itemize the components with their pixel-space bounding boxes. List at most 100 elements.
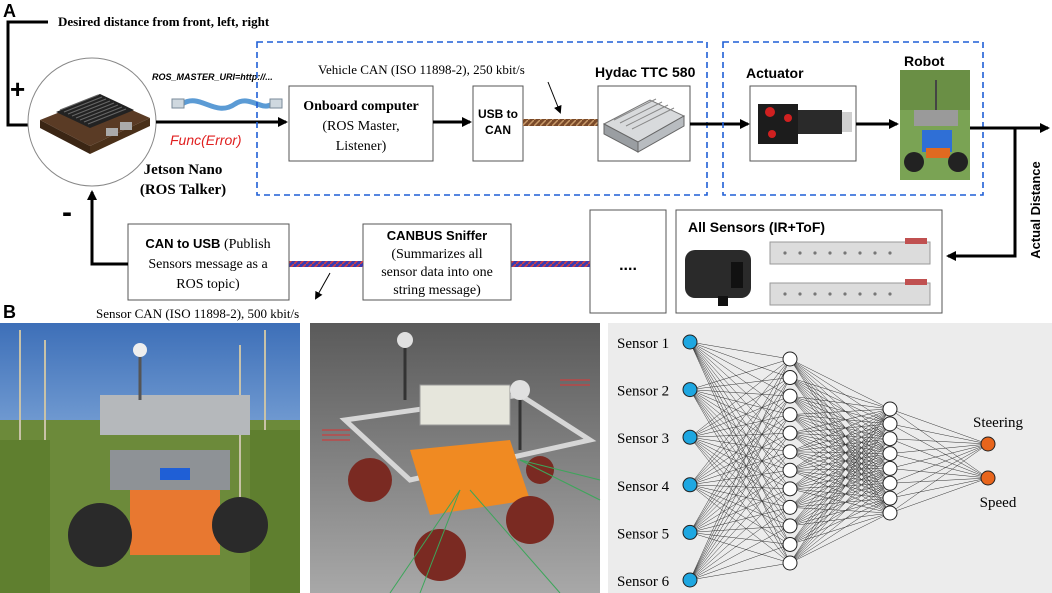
onboard-title: Onboard computer bbox=[303, 99, 419, 114]
nn-edge-hidden-1-11-to-hidden-2-5 bbox=[789, 468, 891, 545]
nn-edge-input-2-to-hidden-1-11 bbox=[689, 389, 791, 545]
nn-node-hidden-1-5 bbox=[782, 425, 798, 441]
nn-edge-input-5-to-hidden-1-1 bbox=[689, 358, 791, 533]
nn-edge-input-4-to-hidden-1-1 bbox=[689, 358, 791, 485]
nn-edge-hidden-1-12-to-hidden-2-1 bbox=[789, 408, 891, 564]
nn-node-hidden-1-6 bbox=[782, 444, 798, 460]
nn-edge-input-6-to-hidden-1-9 bbox=[689, 507, 791, 581]
sensor-can-pointer bbox=[315, 272, 331, 300]
nn-edge-input-4-to-hidden-1-7 bbox=[689, 470, 791, 486]
nn-edge-hidden-1-11-to-hidden-2-7 bbox=[789, 497, 891, 545]
nn-input-label-4: Sensor 4 bbox=[617, 479, 670, 495]
nn-edge-hidden-1-11-to-hidden-2-6 bbox=[789, 483, 891, 545]
nn-edge-hidden-1-5-to-hidden-2-1 bbox=[789, 408, 891, 434]
nn-edge-hidden-1-9-to-hidden-2-5 bbox=[789, 468, 891, 508]
func-error-label: Func(Error) bbox=[170, 132, 242, 148]
nn-edge-input-4-to-hidden-1-8 bbox=[689, 484, 791, 490]
nn-output-label-steering: Steering bbox=[973, 415, 1023, 431]
can-to-usb-line3: ROS topic) bbox=[176, 277, 240, 292]
nn-edge-input-2-to-hidden-1-4 bbox=[689, 389, 791, 415]
vehicle-dashed-box bbox=[256, 41, 708, 196]
nn-edge-hidden-1-9-to-hidden-2-4 bbox=[789, 453, 891, 508]
sniffer-line2: (Summarizes all bbox=[391, 247, 482, 262]
nn-node-hidden-2-4 bbox=[882, 446, 898, 462]
nn-edge-input-6-to-hidden-1-2 bbox=[689, 377, 791, 581]
nn-input-label-1: Sensor 1 bbox=[617, 336, 669, 352]
nn-node-hidden-2-1 bbox=[882, 401, 898, 417]
nn-node-input-1 bbox=[682, 334, 698, 350]
vehicle-can-label: Vehicle CAN (ISO 11898-2), 250 kbit/s bbox=[318, 62, 525, 77]
nn-node-hidden-2-5 bbox=[882, 460, 898, 476]
nn-edge-hidden-1-9-to-hidden-2-1 bbox=[789, 408, 891, 508]
minus-sign: - bbox=[62, 196, 72, 229]
nn-edge-hidden-1-9-to-hidden-2-7 bbox=[789, 497, 891, 508]
jetson-title: Jetson Nano bbox=[144, 162, 223, 178]
nn-edge-hidden-1-12-to-hidden-2-4 bbox=[789, 453, 891, 564]
nn-output-label-speed: Speed bbox=[980, 495, 1017, 511]
nn-node-input-3 bbox=[682, 429, 698, 445]
nn-node-hidden-2-3 bbox=[882, 431, 898, 447]
nn-edge-hidden-2-1-to-output-1 bbox=[889, 408, 989, 445]
nn-edge-input-1-to-hidden-1-6 bbox=[689, 341, 791, 452]
nn-node-input-6 bbox=[682, 572, 698, 588]
nn-edge-hidden-2-7-to-output-2 bbox=[889, 477, 989, 499]
ir-sensor-bars-image bbox=[769, 238, 931, 306]
usb-to-can-line2: CAN bbox=[485, 123, 511, 137]
nn-edge-hidden-1-11-to-hidden-2-1 bbox=[789, 408, 891, 545]
nn-edge-hidden-1-1-to-hidden-2-1 bbox=[789, 358, 891, 410]
nn-edge-input-4-to-hidden-1-11 bbox=[689, 484, 791, 545]
sniffer-line4: string message) bbox=[393, 283, 481, 298]
vehicle-can-cable bbox=[523, 119, 598, 126]
plus-sign: + bbox=[10, 74, 25, 104]
nn-node-output-2 bbox=[980, 470, 996, 486]
nn-edge-input-2-to-hidden-1-1 bbox=[689, 358, 791, 390]
nn-edge-hidden-2-3-to-output-1 bbox=[889, 438, 989, 445]
nn-edge-hidden-1-10-to-hidden-2-4 bbox=[789, 453, 891, 527]
nn-edge-hidden-1-10-to-hidden-2-8 bbox=[789, 512, 891, 527]
nn-edge-input-2-to-hidden-1-10 bbox=[689, 389, 791, 527]
nn-edge-hidden-2-1-to-output-2 bbox=[889, 408, 989, 479]
nn-edge-input-2-to-hidden-1-12 bbox=[689, 389, 791, 564]
onboard-computer-box bbox=[288, 85, 434, 162]
nn-edge-input-6-to-hidden-1-12 bbox=[689, 562, 791, 581]
ros-master-uri-label: ROS_MASTER_URI=http://... bbox=[152, 72, 273, 82]
actual-distance-label: Actual Distance bbox=[1028, 161, 1043, 259]
nn-edge-input-1-to-hidden-1-7 bbox=[689, 341, 791, 471]
neural-network-nodes bbox=[682, 334, 996, 588]
onboard-line2: (ROS Master, bbox=[322, 119, 399, 134]
nn-edge-input-3-to-hidden-1-12 bbox=[689, 437, 791, 564]
panel-b-label: B bbox=[3, 302, 16, 322]
nn-edge-input-1-to-hidden-1-8 bbox=[689, 341, 791, 489]
can-to-usb-title: CAN to USB bbox=[145, 236, 220, 251]
nn-edge-input-6-to-hidden-1-1 bbox=[689, 358, 791, 581]
nn-edge-input-2-to-hidden-1-8 bbox=[689, 389, 791, 489]
nn-node-hidden-1-4 bbox=[782, 407, 798, 423]
nn-node-hidden-1-10 bbox=[782, 518, 798, 534]
nn-node-input-5 bbox=[682, 524, 698, 540]
nn-edge-input-2-to-hidden-1-3 bbox=[689, 389, 791, 397]
nn-edge-input-3-to-hidden-1-9 bbox=[689, 436, 791, 508]
nn-edge-hidden-1-10-to-hidden-2-6 bbox=[789, 483, 891, 527]
nn-edge-hidden-2-3-to-output-2 bbox=[889, 438, 989, 479]
desired-distance-label: Desired distance from front, left, right bbox=[58, 14, 270, 29]
nn-edge-hidden-1-11-to-hidden-2-8 bbox=[789, 512, 891, 545]
nn-edge-hidden-1-12-to-hidden-2-5 bbox=[789, 468, 891, 564]
nn-edge-hidden-1-3-to-hidden-2-1 bbox=[789, 395, 891, 410]
nn-edge-input-5-to-hidden-1-3 bbox=[689, 395, 791, 533]
nn-input-label-5: Sensor 5 bbox=[617, 526, 669, 542]
nn-node-hidden-1-9 bbox=[782, 499, 798, 515]
robot-photo bbox=[900, 70, 970, 180]
nn-node-hidden-2-7 bbox=[882, 490, 898, 506]
panel-a-label: A bbox=[3, 1, 16, 21]
nn-edge-input-2-to-hidden-1-6 bbox=[689, 389, 791, 452]
hydac-controller-image bbox=[602, 98, 686, 153]
nn-edge-input-5-to-hidden-1-12 bbox=[689, 532, 791, 564]
nn-edge-hidden-1-10-to-hidden-2-1 bbox=[789, 408, 891, 527]
canbus-sniffer-box bbox=[362, 223, 512, 301]
robot-label: Robot bbox=[904, 53, 945, 69]
nn-edge-input-5-to-hidden-1-5 bbox=[689, 433, 791, 533]
input-arrow bbox=[6, 20, 48, 130]
nn-edge-hidden-2-8-to-output-2 bbox=[889, 477, 989, 514]
jetson-board-image bbox=[40, 94, 150, 154]
nn-edge-hidden-2-6-to-output-2 bbox=[889, 477, 989, 484]
